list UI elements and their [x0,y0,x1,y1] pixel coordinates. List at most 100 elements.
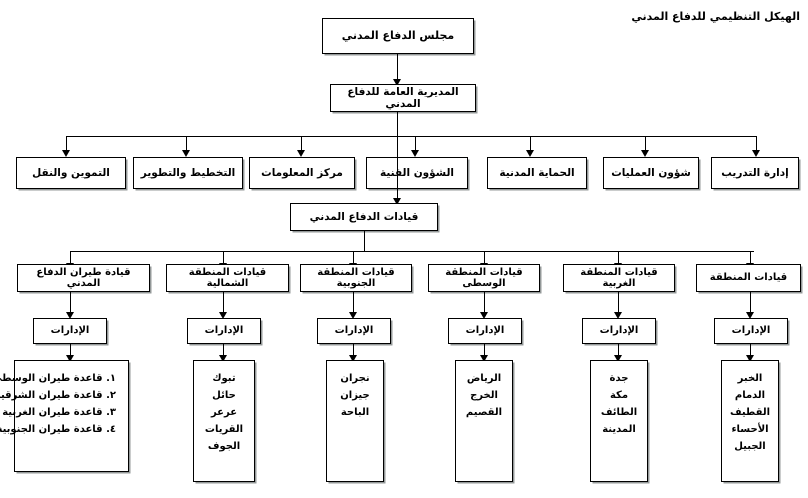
node-admin-southern[interactable]: الإدارات [317,318,391,344]
node-label: المديرية العامة للدفاع المدني [347,85,459,110]
node-department-civil-protection[interactable]: الحماية المدنية [487,157,587,189]
connector-dept-bus-to-commands [397,136,398,200]
node-admin-aviation[interactable]: الإدارات [33,318,107,344]
connector-admin6-to-units [750,344,751,357]
page-title: الهيكل التنظيمي للدفاع المدني [631,10,800,23]
list-item: تبوك [212,373,236,384]
arrow-admin3-to-units [349,355,357,362]
list-item: مكة [609,390,629,401]
node-label: التموين والنقل [32,166,110,179]
node-region-southern[interactable]: قيادات المنطقة الجنوبية [300,264,412,292]
connector-admin5-to-units [618,344,619,357]
dept-arrow-2 [182,150,190,157]
arrow-admin4-to-units [480,355,488,362]
node-label: الإدارات [599,325,639,337]
dept-arrow-4 [411,150,419,157]
connector-region3-to-admin [353,292,354,314]
node-label: الإدارات [731,325,771,337]
list-item: جدة [609,373,629,384]
connector-l2-to-dept-bus [397,112,398,136]
node-region-aviation-command[interactable]: قيادة طيران الدفاع المدني [17,264,150,292]
node-admin-eastern[interactable]: الإدارات [714,318,788,344]
dept-stem-2 [186,136,187,152]
arrow-region2-to-admin [219,312,227,319]
node-department-operations-affairs[interactable]: شؤون العمليات [603,157,699,189]
region-bus-line [70,251,754,252]
region-stem-4 [484,251,485,265]
dept-bus-line [66,136,756,137]
dept-stem-7 [756,136,757,152]
node-region-western[interactable]: قيادات المنطقة الغربية [563,264,675,292]
arrow-to-commands-root [393,198,401,205]
node-label: قيادات المنطقة الجنوبية [317,266,395,290]
dept-arrow-3 [297,150,305,157]
node-department-planning-development[interactable]: التخطيط والتطوير [133,157,243,189]
node-department-training[interactable]: إدارة التدريب [711,157,799,189]
arrow-region6-to-admin [746,312,754,319]
node-region-central[interactable]: قيادات المنطقة الوسطى [428,264,540,292]
dept-arrow-1 [62,150,70,157]
unit-list: نجران جيزان الباحة [333,373,377,418]
node-label: الحماية المدنية [499,166,575,179]
connector-region1-to-admin [70,292,71,314]
node-department-information-center[interactable]: مركز المعلومات [249,157,355,189]
arrow-region5-to-admin [614,312,622,319]
arrow-region4-to-admin [480,312,488,319]
region-stem-1 [70,251,71,265]
dept-stem-4 [415,136,416,152]
connector-admin4-to-units [484,344,485,357]
list-item: الأحساء [731,424,769,435]
dept-arrow-6 [641,150,649,157]
list-item: الخرج [470,390,498,401]
list-item: حائل [212,390,236,401]
connector-region6-to-admin [750,292,751,314]
node-department-supply-transport[interactable]: التموين والنقل [16,157,126,189]
list-item: ٢. قاعدة طيران الشرقية [0,390,116,401]
node-civil-defense-commands[interactable]: قيادات الدفاع المدني [290,203,438,231]
list-item: الدمام [734,390,766,401]
arrow-l1-to-l2 [393,79,401,86]
node-label: الإدارات [204,325,244,337]
list-item: نجران [340,373,370,384]
node-department-technical-affairs[interactable]: الشؤون الفنية [366,157,468,189]
unit-list-southern[interactable]: نجران جيزان الباحة [326,360,384,482]
node-label: قيادة طيران الدفاع المدني [36,266,131,290]
node-region-northern[interactable]: قيادات المنطقة الشمالية [166,264,289,292]
list-item: القريات [204,424,244,435]
node-label: الإدارات [465,325,505,337]
node-label: قيادات المنطقة الغربية [580,266,658,290]
node-civil-defense-council[interactable]: مجلس الدفاع المدني [322,18,474,54]
connector-l1-to-l2 [397,54,398,81]
node-region-eastern[interactable]: قيادات المنطقة [696,264,801,292]
arrow-region1-to-admin [66,312,74,319]
node-label: الشؤون الفنية [380,166,454,179]
node-label: قيادات المنطقة [709,272,788,284]
node-label: إدارة التدريب [721,166,789,179]
node-label: قيادات الدفاع المدني [309,210,419,223]
node-label: قيادات المنطقة الوسطى [445,266,523,290]
connector-region2-to-admin [223,292,224,314]
list-item: جيزان [340,390,370,401]
arrow-region3-to-admin [349,312,357,319]
dept-stem-6 [645,136,646,152]
list-item: الجبيل [734,441,766,452]
node-label: قيادات المنطقة الشمالية [188,266,267,290]
list-item: الباحة [340,407,370,418]
region-stem-5 [618,251,619,265]
list-item: القطيف [729,407,771,418]
connector-region5-to-admin [618,292,619,314]
node-admin-northern[interactable]: الإدارات [187,318,261,344]
region-stem-2 [223,251,224,265]
node-admin-central[interactable]: الإدارات [448,318,522,344]
node-admin-western[interactable]: الإدارات [582,318,656,344]
node-general-directorate[interactable]: المديرية العامة للدفاع المدني [330,84,476,112]
